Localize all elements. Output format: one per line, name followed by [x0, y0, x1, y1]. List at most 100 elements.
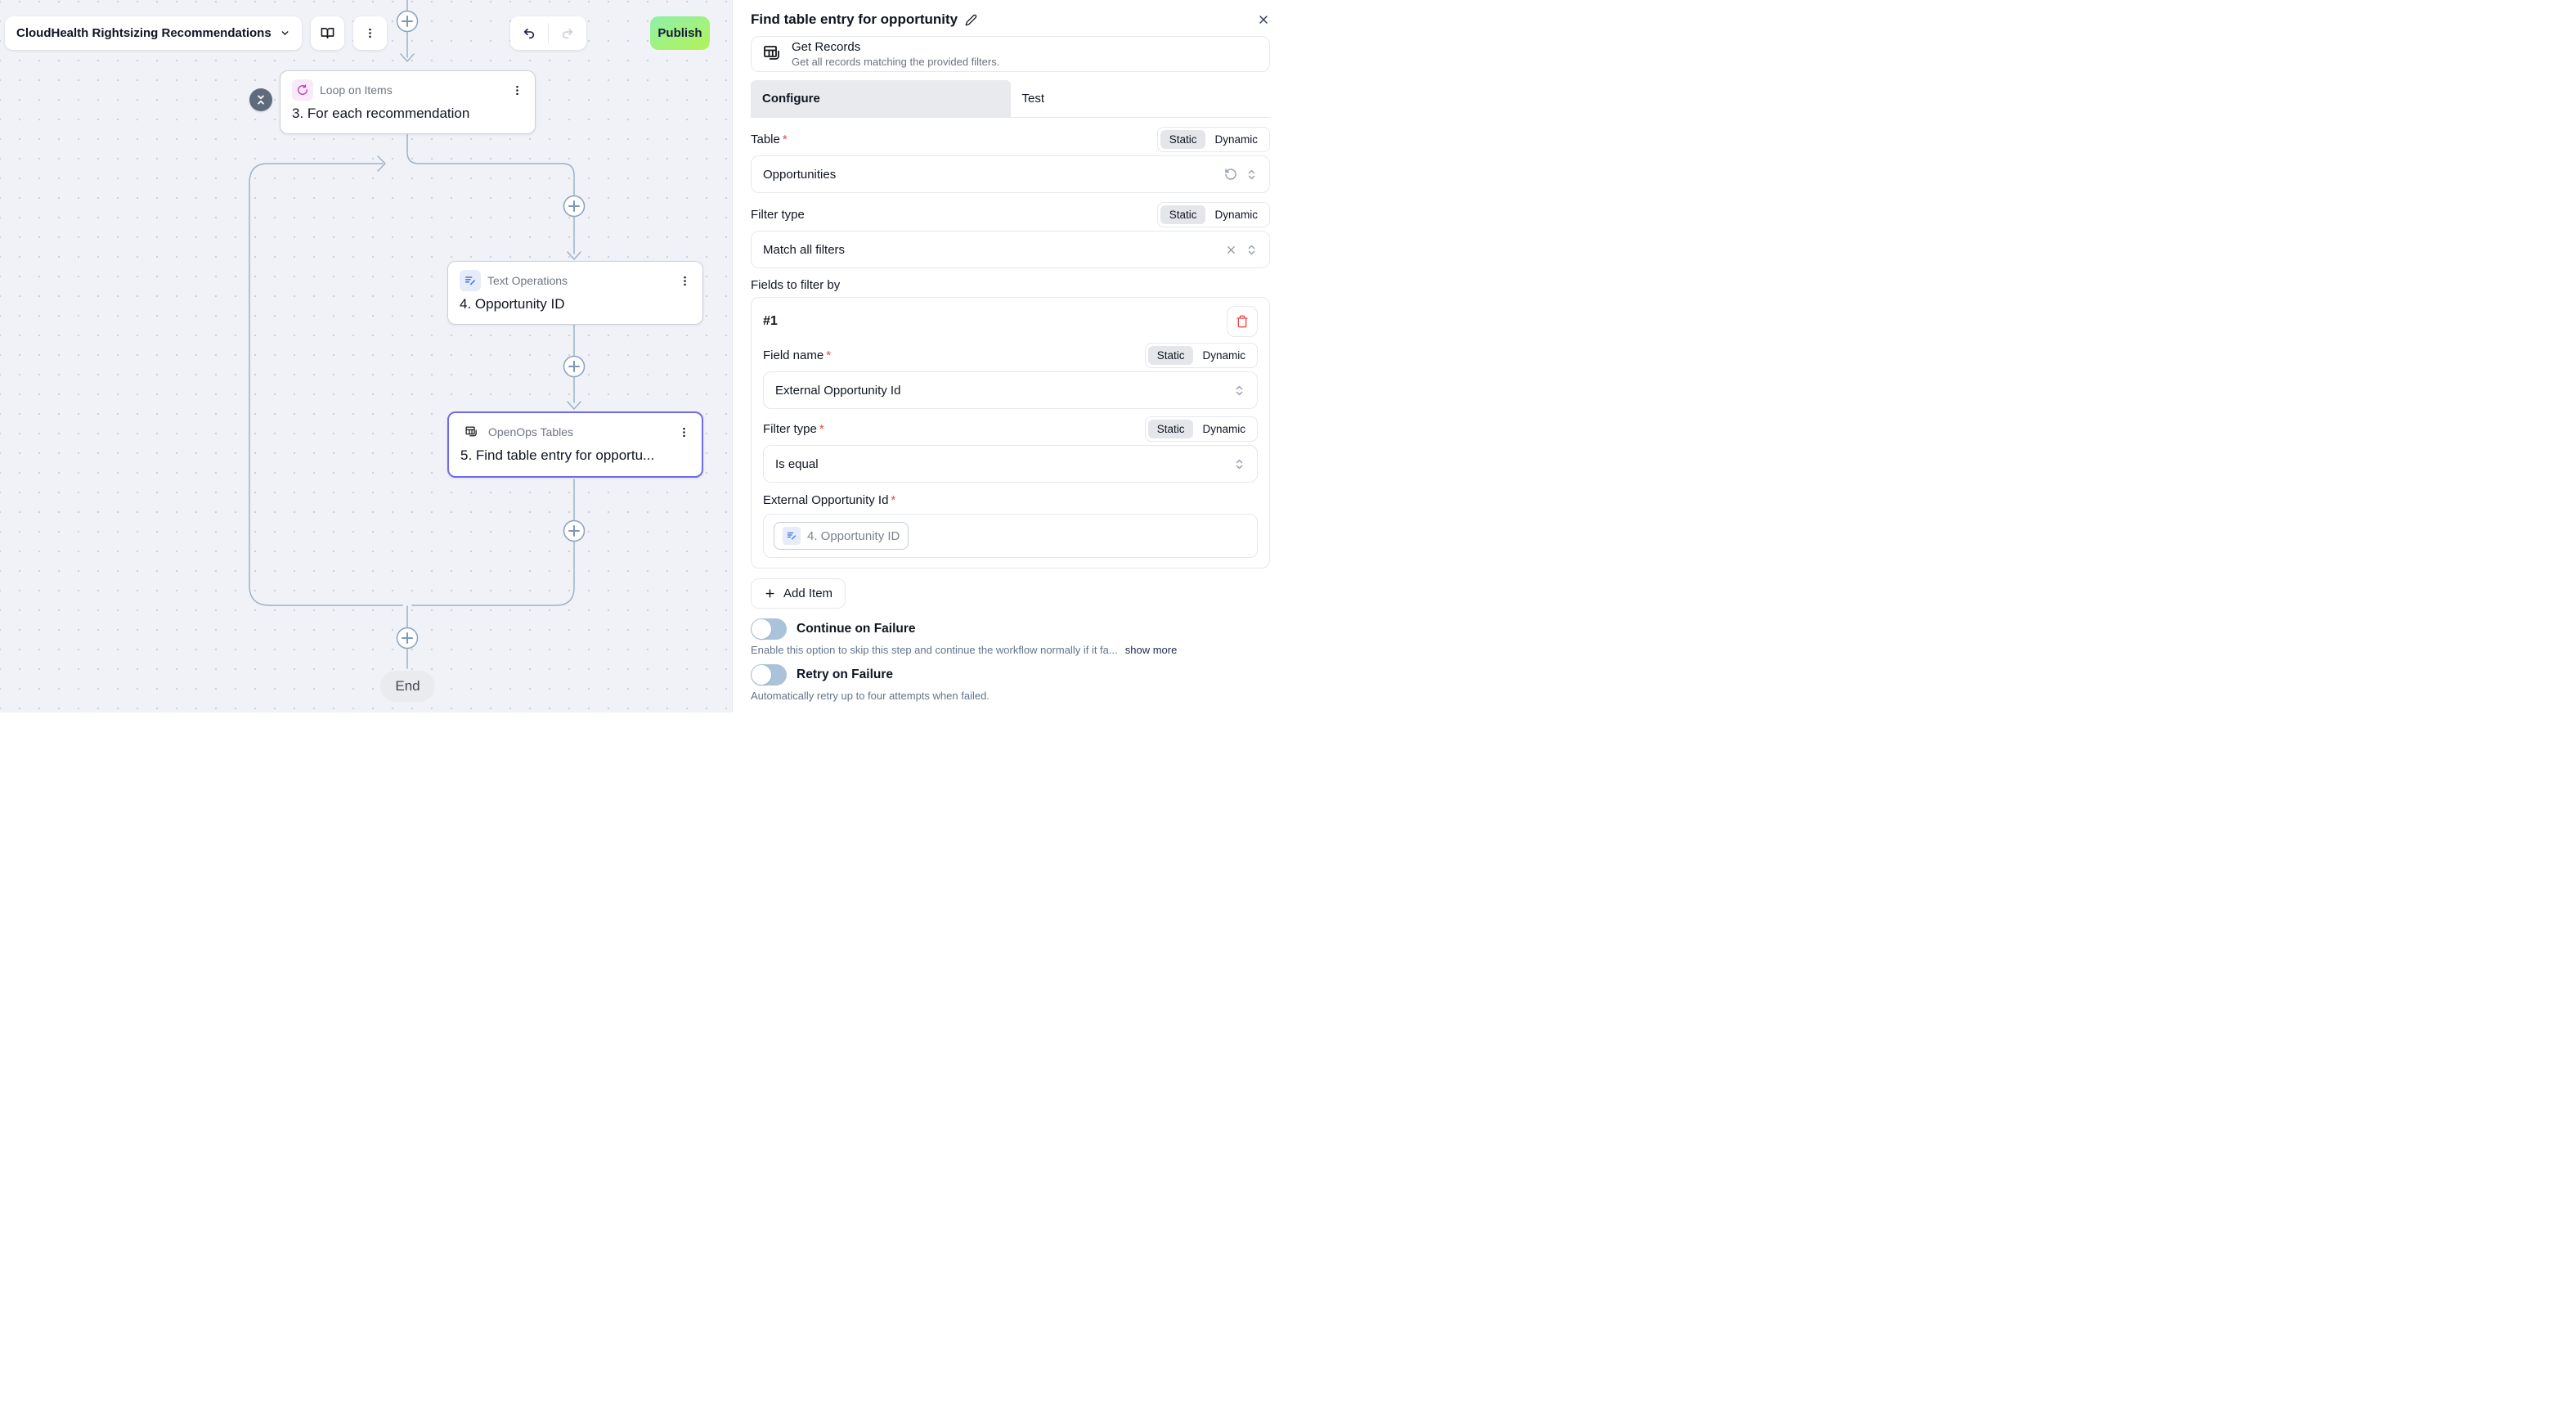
field-name-select[interactable]: External Opportunity Id — [763, 371, 1258, 409]
table-value: Opportunities — [763, 167, 837, 182]
node-menu-button[interactable] — [511, 84, 523, 97]
table-static-dynamic-toggle: Static Dynamic — [1156, 126, 1270, 152]
node-app-name: Text Operations — [487, 274, 568, 287]
tab-test[interactable]: Test — [1021, 92, 1045, 106]
token-label: 4. Opportunity ID — [807, 528, 900, 543]
fields-to-filter-by-label: Fields to filter by — [751, 278, 841, 292]
item-filter-type-static-dynamic-toggle: Static Dynamic — [1144, 416, 1258, 442]
trash-icon — [1236, 315, 1248, 328]
field-name-static-dynamic-toggle: Static Dynamic — [1144, 342, 1258, 368]
filter-item-card: #1 Field name* Static Dynamic External O… — [751, 297, 1270, 569]
canvas-toolbar: CloudHealth Rightsizing Recommendations … — [5, 16, 732, 50]
show-more-link[interactable]: show more — [1124, 644, 1178, 656]
dynamic-option[interactable]: Dynamic — [1214, 133, 1258, 146]
action-card: Get Records Get all records matching the… — [751, 36, 1270, 72]
plus-icon — [765, 589, 774, 598]
step-output-token[interactable]: 4. Opportunity ID — [774, 522, 909, 550]
toggle-thumb — [752, 619, 771, 639]
retry-on-failure-help: Automatically retry up to four attempts … — [751, 690, 990, 702]
node-title: 3. For each recommendation — [292, 106, 470, 121]
continue-on-failure-toggle[interactable] — [751, 618, 787, 640]
chevrons-up-down-icon — [1236, 459, 1243, 469]
toggle-thumb — [752, 665, 771, 685]
external-opportunity-id-input[interactable]: 4. Opportunity ID — [763, 514, 1258, 558]
clear-icon[interactable] — [1225, 244, 1237, 256]
static-option[interactable]: Static — [1147, 419, 1194, 438]
loop-icon — [292, 79, 313, 101]
action-description: Get all records matching the provided fi… — [792, 56, 1000, 68]
panel-tabs: Configure Test — [751, 80, 1270, 118]
external-opportunity-id-label: External Opportunity Id* — [763, 492, 896, 507]
divider — [548, 23, 549, 43]
flow-canvas[interactable]: Loop on Items 3. For each recommendation… — [0, 0, 732, 712]
tab-configure[interactable]: Configure — [751, 80, 1011, 117]
filter-type-label: Filter type — [751, 207, 805, 222]
step-node-openops-tables[interactable]: OpenOps Tables 5. Find table entry for o… — [447, 411, 703, 478]
item-filter-type-label: Filter type* — [763, 421, 824, 436]
chevron-down-icon — [281, 31, 289, 35]
redo-button[interactable] — [549, 27, 586, 40]
required-asterisk: * — [826, 348, 832, 362]
item-filter-type-select[interactable]: Is equal — [763, 445, 1258, 483]
edit-title-button[interactable] — [965, 14, 977, 26]
node-app-name: Loop on Items — [320, 83, 393, 97]
dynamic-option[interactable]: Dynamic — [1214, 208, 1258, 221]
action-name: Get Records — [792, 40, 861, 54]
field-name-value: External Opportunity Id — [775, 383, 901, 398]
refresh-icon[interactable] — [1224, 168, 1237, 181]
publish-button[interactable]: Publish — [650, 16, 710, 50]
history-buttons — [510, 16, 586, 50]
static-option[interactable]: Static — [1160, 205, 1206, 224]
chevrons-up-down-icon — [1248, 245, 1255, 254]
field-name-label: Field name* — [763, 348, 832, 362]
node-title: 5. Find table entry for opportu... — [460, 447, 655, 463]
text-operations-icon — [783, 527, 801, 545]
flow-name-dropdown[interactable]: CloudHealth Rightsizing Recommendations — [5, 16, 302, 50]
add-item-button[interactable]: Add Item — [751, 578, 846, 609]
undo-icon — [523, 28, 535, 38]
required-asterisk: * — [782, 132, 788, 146]
step-title: Find table entry for opportunity — [751, 11, 958, 27]
step-node-loop[interactable]: Loop on Items 3. For each recommendation — [280, 70, 536, 134]
retry-on-failure-toggle[interactable] — [751, 664, 787, 686]
node-app-name: OpenOps Tables — [488, 425, 574, 438]
end-node: End — [380, 671, 435, 702]
step-node-text-operations[interactable]: Text Operations 4. Opportunity ID — [447, 261, 703, 325]
static-option[interactable]: Static — [1160, 129, 1206, 149]
pencil-icon — [965, 14, 977, 25]
filter-type-static-dynamic-toggle: Static Dynamic — [1156, 201, 1270, 227]
text-operations-icon — [460, 270, 481, 291]
item-filter-type-value: Is equal — [775, 456, 819, 471]
filter-type-value: Match all filters — [763, 242, 846, 257]
node-menu-button[interactable] — [678, 426, 690, 438]
workflow-editor: Loop on Items 3. For each recommendation… — [0, 0, 1288, 712]
delete-filter-item-button[interactable] — [1227, 306, 1258, 337]
collapse-loop-button[interactable] — [249, 88, 272, 111]
close-icon — [1259, 16, 1268, 24]
node-menu-button[interactable] — [679, 275, 691, 287]
filter-type-select[interactable]: Match all filters — [751, 231, 1270, 268]
canvas-menu-button[interactable] — [352, 16, 387, 50]
end-label: End — [395, 678, 420, 694]
chevrons-up-down-icon — [1248, 169, 1255, 179]
docs-button[interactable] — [310, 16, 344, 50]
required-asterisk: * — [819, 421, 824, 436]
required-asterisk: * — [891, 492, 896, 507]
table-label: Table* — [751, 132, 788, 146]
flow-name: CloudHealth Rightsizing Recommendations — [16, 26, 272, 40]
undo-button[interactable] — [510, 27, 548, 40]
close-panel-button[interactable] — [1257, 13, 1270, 26]
book-open-icon — [321, 28, 334, 38]
dynamic-option[interactable]: Dynamic — [1202, 348, 1245, 362]
static-option[interactable]: Static — [1147, 345, 1194, 365]
tables-icon — [764, 46, 779, 60]
continue-on-failure-help: Enable this option to skip this step and… — [751, 644, 1118, 656]
step-settings-panel: Find table entry for opportunity Get Rec… — [732, 0, 1288, 712]
collapse-icon — [258, 95, 264, 105]
kebab-icon — [368, 28, 371, 38]
redo-icon — [562, 28, 573, 38]
table-select[interactable]: Opportunities — [751, 155, 1270, 193]
tables-icon — [460, 421, 482, 443]
continue-on-failure-label: Continue on Failure — [797, 622, 916, 636]
dynamic-option[interactable]: Dynamic — [1202, 422, 1245, 435]
